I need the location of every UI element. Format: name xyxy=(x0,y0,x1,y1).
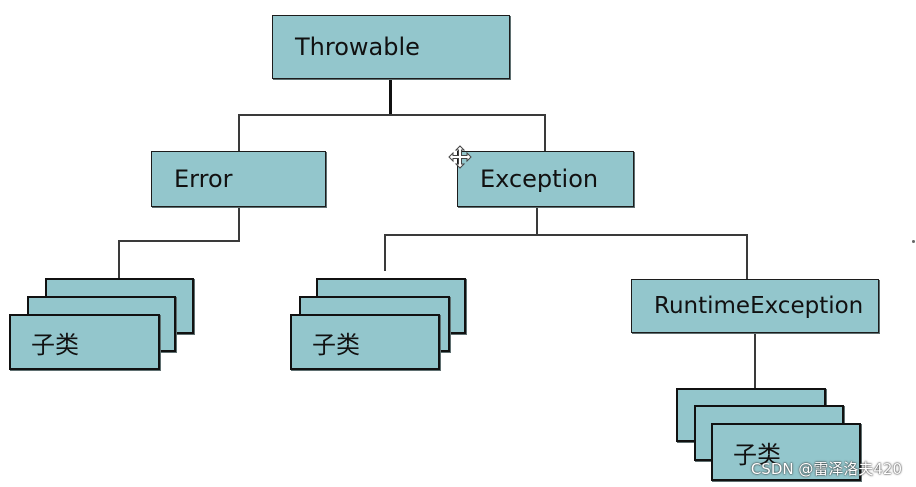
stray-dot xyxy=(912,240,915,243)
error-label: Error xyxy=(174,165,233,193)
throwable-label: Throwable xyxy=(295,33,420,61)
connector-error-bar xyxy=(118,240,240,242)
exception-label: Exception xyxy=(480,165,599,193)
move-cursor-icon xyxy=(448,145,472,169)
error-children-label: 子类 xyxy=(31,330,79,359)
runtime-children-stack-front: 子类 xyxy=(711,423,861,481)
runtime-exception-node: RuntimeException xyxy=(631,279,879,333)
connector-root-stem xyxy=(389,78,392,115)
connector-to-error-children xyxy=(118,240,120,278)
connector-to-exception xyxy=(544,114,546,152)
runtime-children-label: 子类 xyxy=(733,440,781,469)
connector-root-bar xyxy=(238,114,546,116)
connector-to-exception-children xyxy=(384,234,386,271)
connector-to-runtime xyxy=(746,234,748,279)
connector-to-error xyxy=(238,114,240,152)
runtime-exception-label: RuntimeException xyxy=(654,293,864,319)
connector-runtime-stem xyxy=(754,332,756,388)
connector-error-stem xyxy=(238,206,240,241)
error-node: Error xyxy=(151,151,326,207)
error-children-stack-front: 子类 xyxy=(9,314,160,370)
connector-exception-bar xyxy=(384,234,748,236)
exception-node: Exception xyxy=(457,151,634,207)
throwable-node: Throwable xyxy=(272,15,510,79)
exception-children-label: 子类 xyxy=(312,330,360,359)
exception-children-stack-front: 子类 xyxy=(290,314,440,370)
connector-exception-stem xyxy=(536,206,538,236)
watermark: CSDN @雷泽洛夫420 xyxy=(750,460,902,478)
